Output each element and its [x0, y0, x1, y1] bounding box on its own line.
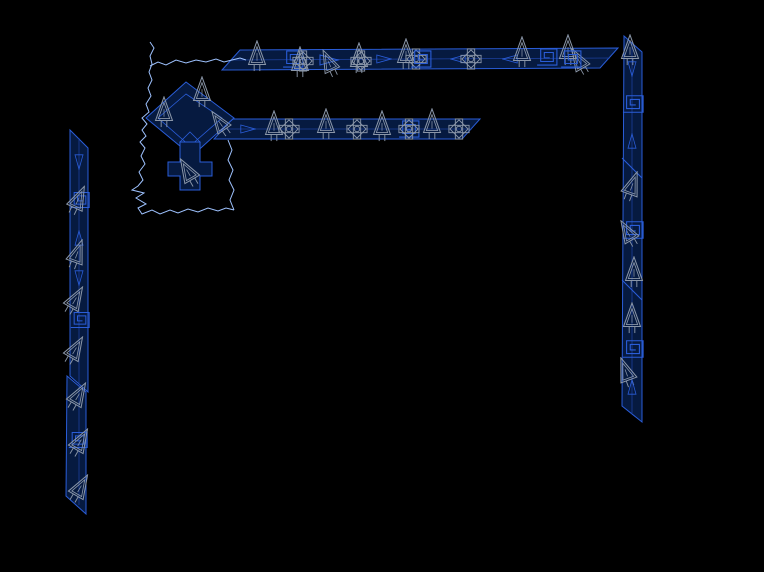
top-band [220, 34, 620, 80]
right-band [612, 34, 646, 424]
hand-outline-right [227, 139, 235, 211]
hand-outline-top [149, 57, 247, 67]
left-band [59, 128, 96, 516]
inner-band [212, 108, 482, 142]
corner-medallion [130, 41, 247, 215]
hand-outline-left [130, 41, 235, 215]
